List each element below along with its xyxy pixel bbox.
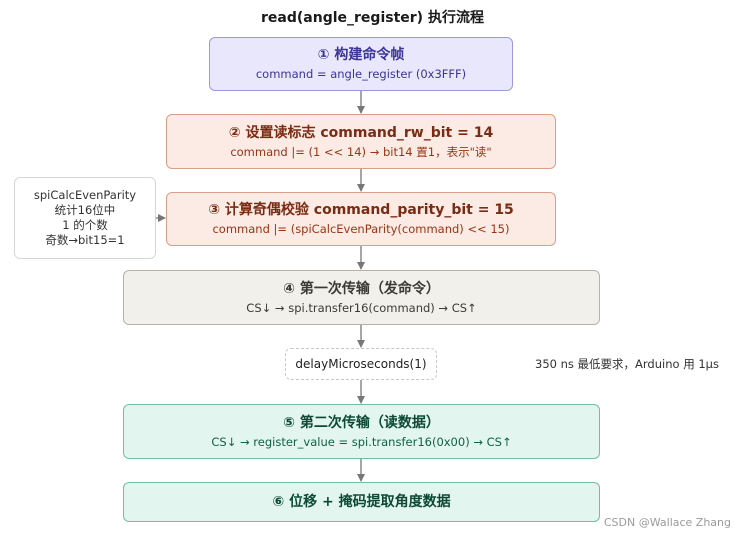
step-3-detail: command |= (spiCalcEvenParity(command) <…	[212, 222, 510, 236]
parity-note-line: 奇数→bit15=1	[45, 233, 125, 247]
parity-side-note: spiCalcEvenParity 统计16位中 1 的个数 奇数→bit15=…	[14, 177, 156, 259]
step-6-title: ⑥ 位移 + 掩码提取角度数据	[272, 494, 451, 510]
delay-node: delayMicroseconds(1)	[285, 348, 437, 380]
parity-note-title: spiCalcEvenParity	[33, 188, 137, 202]
parity-note-line: 1 的个数	[62, 218, 108, 232]
step-1-build-command: ① 构建命令帧 command = angle_register (0x3FFF…	[209, 37, 513, 91]
step-1-title: ① 构建命令帧	[317, 47, 405, 63]
step-2-set-read-flag: ② 设置读标志 command_rw_bit = 14 command |= (…	[166, 114, 556, 169]
watermark: CSDN @Wallace Zhang	[603, 516, 731, 529]
parity-note-line: 统计16位中	[54, 203, 116, 217]
step-4-detail: CS↓ → spi.transfer16(command) → CS↑	[246, 300, 477, 315]
step-5-detail: CS↓ → register_value = spi.transfer16(0x…	[211, 434, 512, 449]
step-2-title: ② 设置读标志 command_rw_bit = 14	[228, 124, 494, 141]
step-4-title: ④ 第一次传输（发命令）	[283, 280, 440, 297]
step-2-detail: command |= (1 << 14) → bit14 置1，表示"读"	[230, 144, 492, 159]
step-5-second-transfer: ⑤ 第二次传输（读数据） CS↓ → register_value = spi.…	[123, 404, 600, 459]
step-6-extract-angle: ⑥ 位移 + 掩码提取角度数据	[123, 482, 600, 522]
step-3-parity: ③ 计算奇偶校验 command_parity_bit = 15 command…	[166, 192, 556, 246]
step-3-title: ③ 计算奇偶校验 command_parity_bit = 15	[208, 202, 514, 218]
delay-note: 350 ns 最低要求，Arduino 用 1μs	[535, 357, 719, 371]
step-4-first-transfer: ④ 第一次传输（发命令） CS↓ → spi.transfer16(comman…	[123, 270, 600, 325]
step-1-detail: command = angle_register (0x3FFF)	[255, 67, 467, 81]
diagram-title: read(angle_register) 执行流程	[261, 10, 484, 26]
step-5-title: ⑤ 第二次传输（读数据）	[283, 414, 440, 431]
